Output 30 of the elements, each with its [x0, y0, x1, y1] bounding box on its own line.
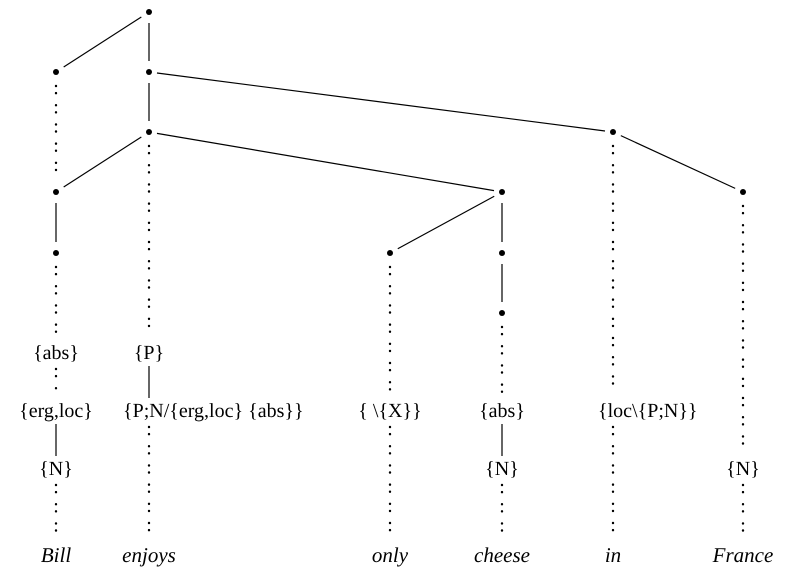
tree-branch-line — [55, 203, 57, 242]
tree-branch-line — [156, 132, 494, 192]
tree-branch-line — [148, 83, 150, 121]
tree-branch-line — [501, 264, 503, 302]
category-label: {N} — [484, 458, 520, 480]
category-label: {N} — [725, 458, 761, 480]
tree-branch-line — [55, 424, 57, 456]
word-label: Bill — [40, 544, 72, 566]
category-label: {P;N/{erg,loc} {abs}} — [122, 400, 305, 422]
category-label: {abs} — [32, 342, 80, 364]
category-label: {N} — [38, 458, 74, 480]
word-label: in — [604, 544, 622, 566]
tree-branch-line — [63, 16, 142, 68]
category-label: {P} — [132, 342, 166, 364]
tree-branch-line — [148, 23, 150, 61]
category-label: {loc\{P;N}} — [597, 400, 699, 422]
tree-branch-line — [156, 72, 606, 132]
word-label: only — [370, 544, 410, 566]
category-label: {erg,loc} — [18, 400, 94, 422]
word-label: France — [712, 544, 774, 566]
category-label: { \{X}} — [357, 400, 423, 422]
tree-branch-line — [63, 136, 142, 188]
tree-branch-line — [148, 366, 150, 398]
word-label: cheese — [473, 544, 531, 566]
tree-branch-line — [397, 196, 495, 250]
category-label: {abs} — [478, 400, 526, 422]
tree-branch-line — [501, 203, 503, 242]
tree-branch-line — [501, 424, 503, 456]
tree-branch-line — [620, 135, 736, 189]
word-label: enjoys — [121, 544, 177, 566]
